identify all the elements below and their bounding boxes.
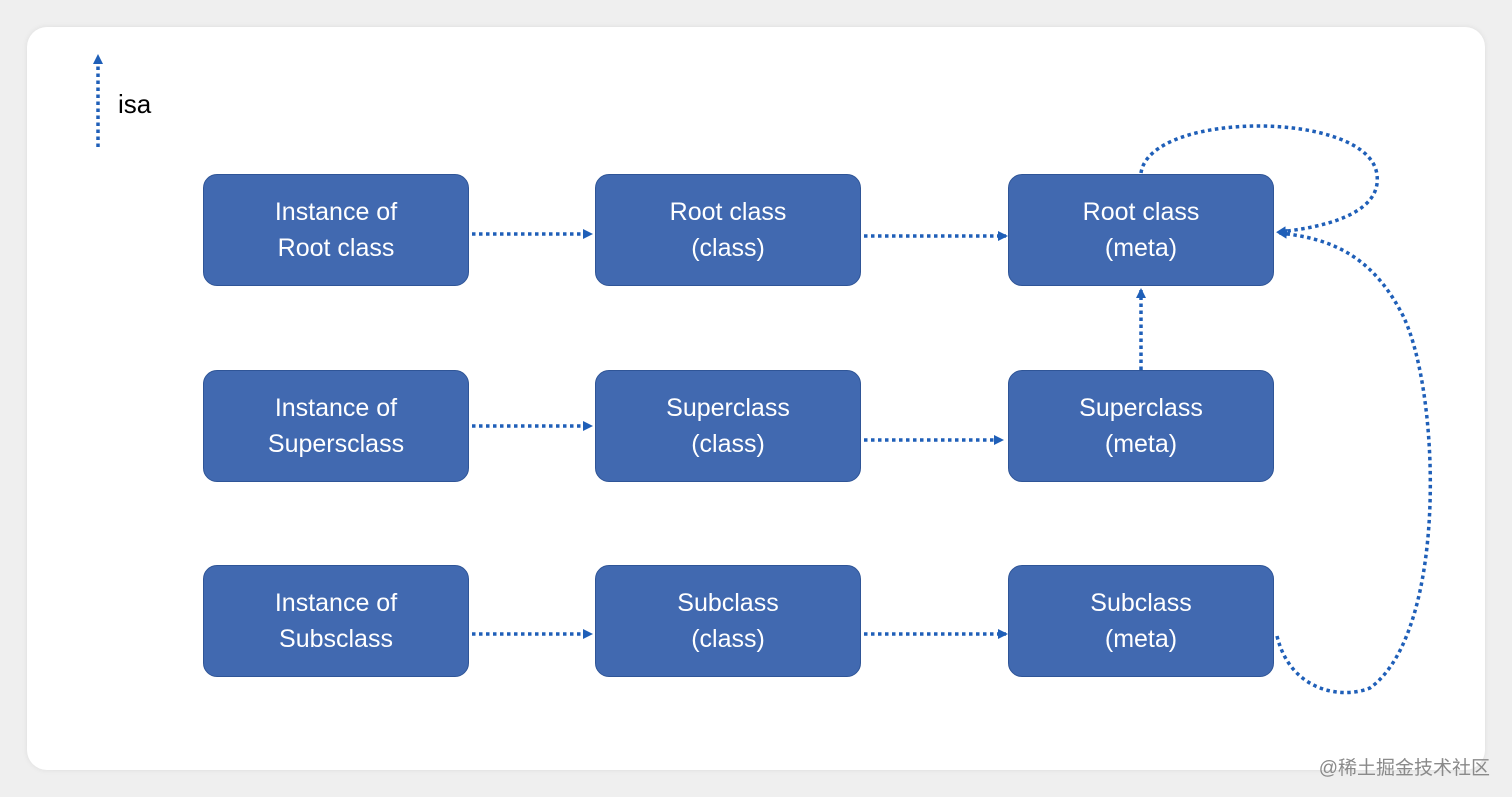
arrow-root-meta-self-loop (1139, 124, 1379, 237)
box-line: Root class (669, 198, 787, 226)
box-line: (meta) (1104, 625, 1178, 653)
box-line: (class) (691, 234, 765, 262)
box-root-class-class: Root class (class) (595, 174, 861, 286)
box-line: (class) (691, 625, 765, 653)
box-root-class-meta: Root class (meta) (1008, 174, 1274, 286)
box-superclass-class: Superclass (class) (595, 370, 861, 482)
box-line: Instance of (274, 198, 398, 226)
box-line: Superclass (1079, 394, 1203, 422)
box-instance-of-root-class: Instance of Root class (203, 174, 469, 286)
box-line: Subclass (1090, 589, 1192, 617)
box-line: Root class (1082, 198, 1200, 226)
box-line: Subsclass (279, 625, 393, 653)
box-line: (meta) (1104, 430, 1178, 458)
box-line: (meta) (1104, 234, 1178, 262)
box-subclass-meta: Subclass (meta) (1008, 565, 1274, 677)
box-instance-of-subclass: Instance of Subsclass (203, 565, 469, 677)
box-line: Supersclass (267, 430, 405, 458)
box-instance-of-superclass: Instance of Supersclass (203, 370, 469, 482)
box-line: Root class (277, 234, 395, 262)
box-line: Subclass (677, 589, 779, 617)
box-line: (class) (691, 430, 765, 458)
box-line: Instance of (274, 589, 398, 617)
box-superclass-meta: Superclass (meta) (1008, 370, 1274, 482)
box-line: Superclass (666, 394, 790, 422)
watermark: @稀土掘金技术社区 (1318, 758, 1490, 779)
box-subclass-class: Subclass (class) (595, 565, 861, 677)
box-line: Instance of (274, 394, 398, 422)
legend-label: isa (118, 89, 152, 119)
arrow-sub-meta-to-root-meta (1275, 228, 1433, 695)
